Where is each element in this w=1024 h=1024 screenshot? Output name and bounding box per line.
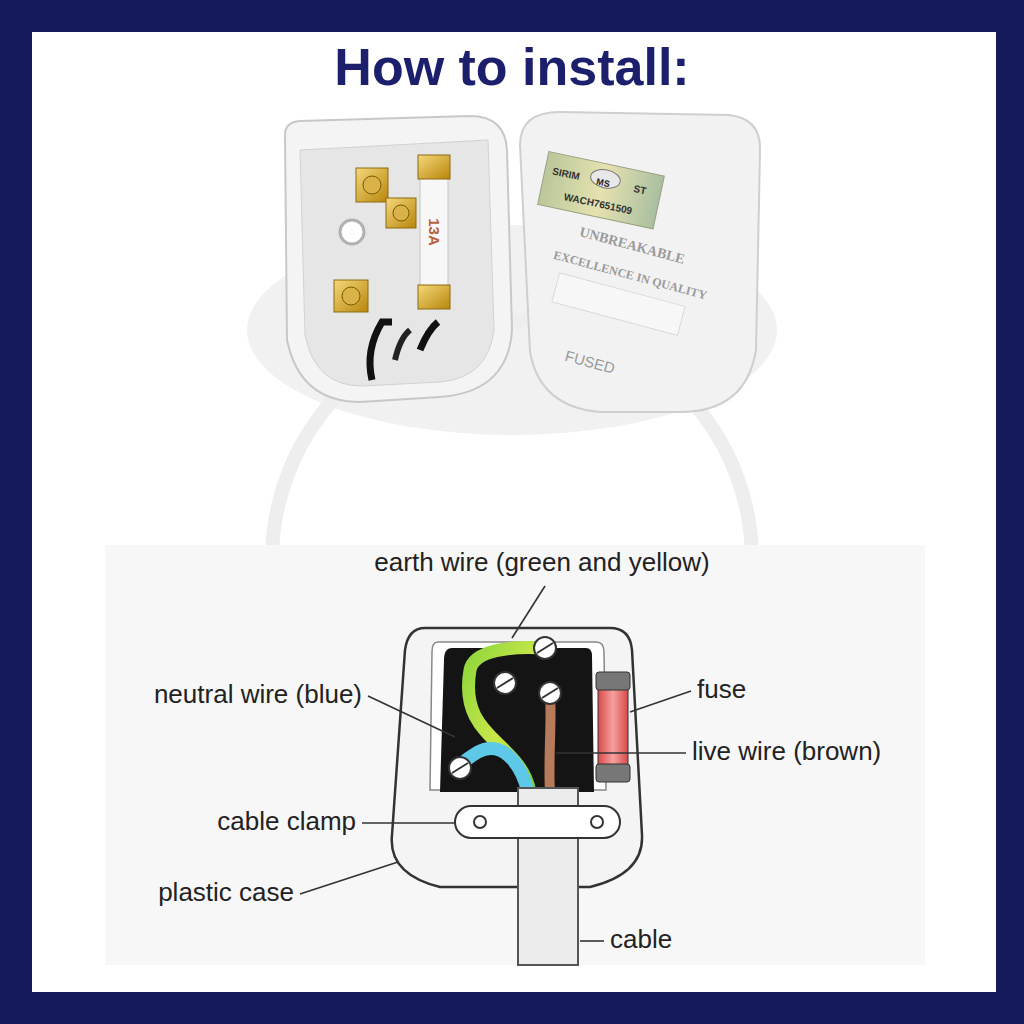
drawing-part	[596, 672, 630, 690]
drawing-part	[300, 862, 398, 894]
part-label: neutral wire (blue)	[154, 680, 362, 710]
earth-wire	[468, 648, 545, 792]
serial-number: WACH7651509	[563, 191, 633, 217]
drawing-part	[418, 285, 450, 309]
cable-clamp	[455, 806, 620, 838]
sticker-logo: MS	[595, 177, 610, 190]
live-wire	[549, 694, 550, 792]
sticker-text: SIRIM	[551, 165, 581, 182]
plastic-case	[392, 628, 642, 887]
drawing-part	[538, 152, 665, 229]
drawing-part	[449, 757, 471, 779]
drawing-part	[596, 764, 630, 782]
closed-plug-photo	[520, 112, 760, 412]
drawing-part	[368, 696, 455, 737]
page-title: How to install:	[0, 38, 1024, 98]
drawing-part	[539, 682, 561, 704]
drawing-part	[538, 152, 665, 229]
drawing-part	[542, 688, 558, 698]
drawing-part	[300, 140, 494, 386]
part-label: cable clamp	[217, 807, 356, 837]
drawing-part	[534, 637, 556, 659]
part-label: live wire (brown)	[692, 737, 881, 767]
drawing-part	[420, 322, 438, 350]
drawing-part	[334, 280, 368, 312]
part-label: cable	[610, 925, 672, 955]
drawing-part	[449, 637, 561, 779]
drawing-part	[630, 691, 691, 712]
drawing-part	[580, 940, 604, 942]
drawing-part	[452, 763, 468, 773]
drawing-part	[589, 167, 622, 191]
part-label: fuse	[697, 675, 746, 705]
drawing-part	[418, 155, 450, 179]
diagram-panel	[105, 545, 925, 965]
plug-interior	[440, 648, 594, 792]
sticker-text: ST	[633, 183, 648, 197]
drawing-part	[363, 176, 381, 194]
drawing-part	[362, 822, 455, 824]
fuse-rating: 13A	[425, 218, 442, 246]
drawing-part	[497, 678, 513, 688]
drawing-part	[556, 752, 686, 754]
plug-diagram	[392, 628, 642, 965]
drawing-part	[591, 816, 603, 828]
drawing-part	[520, 112, 760, 412]
drawing-part	[342, 287, 360, 305]
leader-lines	[300, 586, 691, 941]
drawing-part	[356, 168, 388, 202]
part-label: earth wire (green and yellow)	[374, 548, 709, 578]
drawing-part	[340, 220, 364, 244]
drawing-part	[370, 322, 392, 380]
drawing-part	[512, 586, 545, 638]
drawing-part	[386, 198, 416, 228]
drawing-part	[395, 330, 410, 360]
drawing-part	[285, 116, 512, 402]
part-label: plastic case	[158, 878, 294, 908]
drawing-part	[494, 672, 516, 694]
open-plug-photo	[285, 116, 512, 402]
drawing-part	[474, 816, 486, 828]
drawing-part	[393, 205, 409, 221]
drawing-part	[537, 643, 553, 653]
embossed-text: FUSED	[563, 347, 617, 377]
